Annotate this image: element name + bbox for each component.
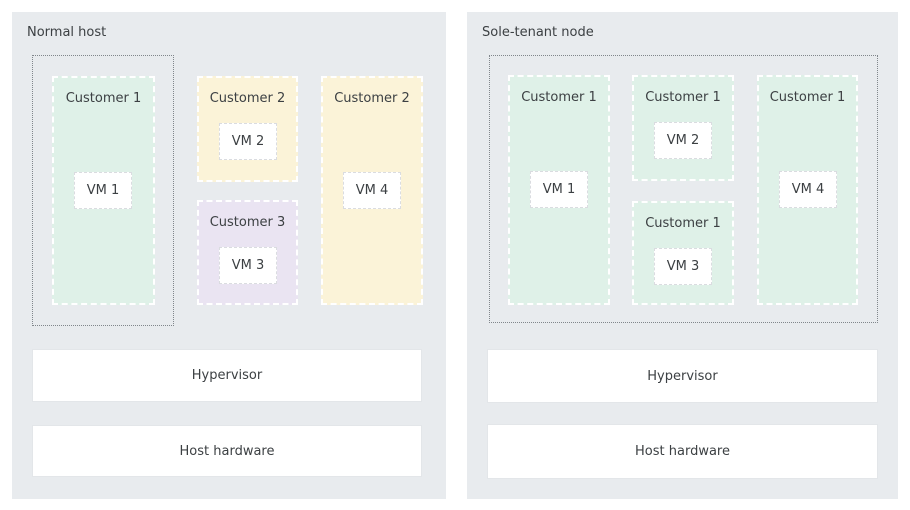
host-hardware-box: Host hardware [32,425,422,477]
vm-box: VM 1 [530,171,588,208]
tenant-group-outline [489,55,878,323]
vm-box: VM 4 [779,171,837,208]
panel-normal-host: Normal host Customer 1 VM 1 Customer 2 V… [12,12,446,499]
customer-box: Customer 1 VM 1 [52,76,155,305]
customer-box: Customer 1 VM 3 [632,201,734,305]
customer-box: Customer 1 VM 2 [632,75,734,181]
host-hardware-box: Host hardware [487,424,878,479]
customer-label: Customer 1 [645,216,721,231]
customer-box: Customer 2 VM 2 [197,76,298,182]
panel-title: Sole-tenant node [482,25,594,40]
panel-title: Normal host [27,25,107,40]
customer-box: Customer 3 VM 3 [197,200,298,305]
vm-box: VM 1 [74,172,132,209]
panel-sole-tenant-node: Sole-tenant node Customer 1 VM 1 Custome… [467,12,898,499]
vm-box: VM 2 [654,122,712,159]
vm-box: VM 4 [343,172,401,209]
tenant-group-outline [32,55,174,326]
vm-box: VM 2 [219,123,277,160]
customer-label: Customer 2 [334,91,410,106]
customer-label: Customer 2 [209,91,286,106]
customer-box: Customer 1 VM 4 [757,75,858,305]
hypervisor-box: Hypervisor [487,349,878,403]
customer-label: Customer 1 [65,91,142,106]
vm-box: VM 3 [654,248,712,285]
customer-label: Customer 3 [209,215,286,230]
hypervisor-box: Hypervisor [32,349,422,402]
customer-label: Customer 1 [521,90,597,105]
customer-label: Customer 1 [769,90,846,105]
customer-box: Customer 1 VM 1 [508,75,610,305]
customer-box: Customer 2 VM 4 [321,76,423,305]
customer-label: Customer 1 [645,90,721,105]
vm-box: VM 3 [219,247,277,284]
